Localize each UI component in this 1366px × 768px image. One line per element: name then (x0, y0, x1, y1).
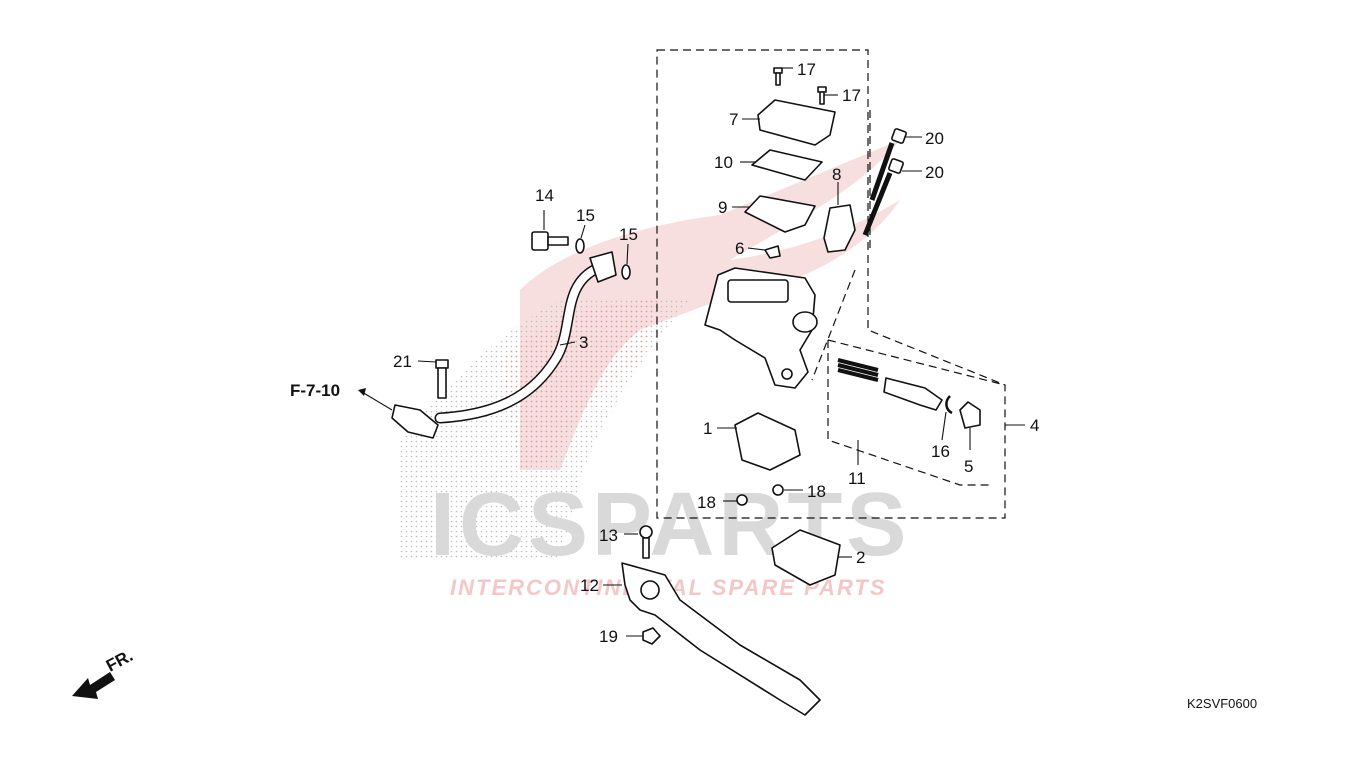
banjo-bolt (531, 231, 569, 251)
pivot-bolt (639, 525, 653, 559)
callout-1: 1 (703, 419, 712, 438)
reference-arrow-head (358, 388, 366, 396)
diagram-code: K2SVF0600 (1187, 696, 1257, 711)
sealing-washer-2 (621, 264, 631, 280)
float-part (764, 245, 781, 259)
switch-screw-2 (772, 484, 784, 496)
sealing-washer (575, 238, 585, 254)
callout-18b: 18 (807, 482, 826, 501)
callout-13: 13 (599, 526, 618, 545)
holder-bolt (869, 128, 907, 201)
callout-12: 12 (580, 576, 599, 595)
holder-bolt-2 (862, 158, 904, 236)
front-direction-label: FR. (103, 646, 136, 676)
callout-2: 2 (856, 548, 865, 567)
reservoir-cap (757, 99, 836, 146)
front-direction-arrow-icon (72, 672, 115, 699)
callout-15a: 15 (576, 206, 595, 225)
callout-20b: 20 (925, 163, 944, 182)
watermark-brand: ICSPARTS (430, 475, 910, 575)
circlip (945, 395, 953, 415)
callout-14: 14 (535, 186, 554, 205)
brake-switch (734, 412, 801, 471)
master-cylinder-holder (823, 204, 856, 253)
callout-19: 19 (599, 627, 618, 646)
spring (837, 358, 879, 382)
callout-17b: 17 (842, 86, 861, 105)
switch-screw (736, 494, 748, 506)
callout-4: 4 (1030, 416, 1039, 435)
callout-17a: 17 (797, 60, 816, 79)
callout-15b: 15 (619, 225, 638, 244)
callout-18a: 18 (697, 493, 716, 512)
cap-screw (773, 67, 783, 86)
diaphragm (744, 195, 816, 233)
piston (883, 377, 943, 411)
piston-boot (959, 401, 981, 429)
reference-arrow (361, 391, 393, 411)
hose-upper-fitting (589, 251, 617, 283)
brake-hose (391, 251, 617, 439)
leader-lines (417, 67, 1025, 637)
lever-cover (771, 529, 841, 586)
cap-plate (751, 149, 823, 181)
callout-9: 9 (718, 198, 727, 217)
reference-label: F-7-10 (290, 381, 340, 400)
callout-20a: 20 (925, 129, 944, 148)
watermark-red-dots (500, 300, 660, 470)
callout-21: 21 (393, 352, 412, 371)
callout-7: 7 (729, 110, 738, 129)
hose-lower-fitting (391, 404, 439, 439)
lever-pivot-hole (640, 580, 660, 600)
callout-3: 3 (579, 333, 588, 352)
watermark: ICSPARTS INTERCONTINENTAL SPARE PARTS (400, 140, 910, 600)
callout-16: 16 (931, 442, 950, 461)
kit-dashed-frame (827, 339, 1006, 486)
callout-10: 10 (714, 153, 733, 172)
cap-screw-2 (817, 86, 827, 105)
callout-8: 8 (832, 165, 841, 184)
callout-6: 6 (735, 239, 744, 258)
callout-11: 11 (848, 469, 866, 488)
brake-lever (621, 562, 821, 716)
master-cylinder-body (704, 267, 818, 389)
hose-bolt (435, 359, 449, 399)
lever-nut (642, 627, 661, 645)
callout-5: 5 (964, 457, 973, 476)
kit-dashed-lines (811, 110, 871, 381)
